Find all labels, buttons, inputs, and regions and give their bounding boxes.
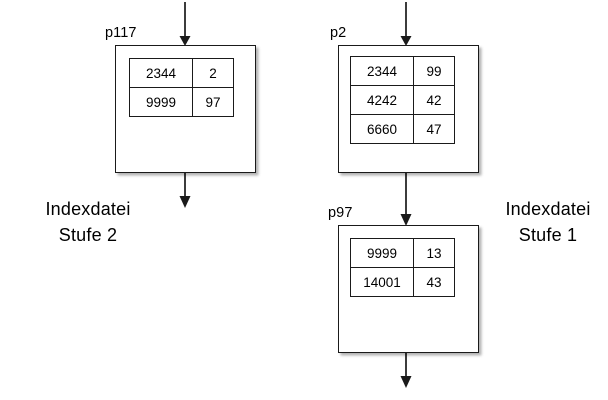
entry-table-p2: 2344 99 4242 42 6660 47 — [350, 56, 455, 144]
entry-key: 4242 — [350, 85, 414, 115]
page-label-p2: p2 — [330, 25, 347, 41]
entry-pointer: 2 — [192, 58, 234, 88]
entry-key: 6660 — [350, 114, 414, 144]
page-label-p97: p97 — [328, 205, 353, 221]
caption-left: Indexdatei Stufe 2 — [18, 196, 158, 248]
table-row: 2344 2 — [129, 58, 234, 88]
page-label-p117: p117 — [105, 25, 137, 41]
table-row: 6660 47 — [350, 114, 455, 144]
entry-key: 14001 — [350, 267, 414, 297]
table-row: 14001 43 — [350, 267, 455, 297]
caption-right-line2: Stufe 1 — [518, 225, 578, 245]
arrow-out-of-p97 — [400, 353, 412, 388]
table-row: 2344 99 — [350, 56, 455, 86]
entry-key: 9999 — [129, 87, 193, 117]
entry-pointer: 13 — [413, 238, 455, 268]
entry-pointer: 43 — [413, 267, 455, 297]
caption-left-line2: Stufe 2 — [58, 225, 118, 245]
caption-right-line1: Indexdatei — [505, 199, 591, 219]
arrow-into-p2 — [400, 2, 412, 46]
entry-key: 2344 — [350, 56, 414, 86]
entry-key: 2344 — [129, 58, 193, 88]
arrow-p2-to-p97 — [400, 173, 412, 226]
table-row: 9999 13 — [350, 238, 455, 268]
caption-right: Indexdatei Stufe 1 — [492, 196, 604, 248]
arrow-into-p117 — [179, 2, 191, 46]
entry-table-p117: 2344 2 9999 97 — [129, 58, 234, 117]
entry-key: 9999 — [350, 238, 414, 268]
entry-pointer: 97 — [192, 87, 234, 117]
arrow-out-of-p117 — [179, 173, 191, 208]
page-box-p97[interactable]: 9999 13 14001 43 — [338, 225, 479, 353]
entry-pointer: 47 — [413, 114, 455, 144]
caption-left-line1: Indexdatei — [45, 199, 131, 219]
entry-pointer: 42 — [413, 85, 455, 115]
entry-pointer: 99 — [413, 56, 455, 86]
entry-table-p97: 9999 13 14001 43 — [350, 238, 455, 297]
page-box-p2[interactable]: 2344 99 4242 42 6660 47 — [338, 45, 479, 173]
page-box-p117[interactable]: 2344 2 9999 97 — [115, 45, 256, 173]
table-row: 9999 97 — [129, 87, 234, 117]
table-row: 4242 42 — [350, 85, 455, 115]
